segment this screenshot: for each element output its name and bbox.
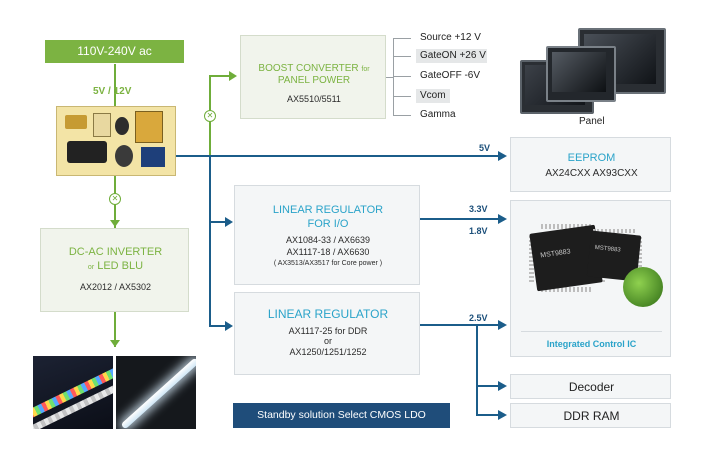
boost-converter-box: BOOST CONVERTER for PANEL POWER AX5510/5… (240, 35, 386, 119)
dc-ac-inverter-box: DC-AC INVERTER or LED BLU AX2012 / AX530… (40, 228, 189, 312)
linreg2-feed-wire (209, 325, 227, 327)
regulator-trunk-wire (209, 156, 211, 326)
standby-solution-banner: Standby solution Select CMOS LDO (233, 403, 450, 428)
arrow-to-decoder-icon (498, 381, 507, 391)
linear-regulator-io-box: LINEAR REGULATOR FOR I/O AX1084-33 / AX6… (234, 185, 420, 285)
output-gateon: GateON +26 V (420, 50, 486, 61)
boost-title-line2: PANEL POWER (277, 75, 351, 86)
boost-output-wire (386, 77, 394, 78)
dc-ac-title-line2: LED BLU (97, 260, 144, 272)
output-vcom: Vcom (420, 90, 446, 101)
vcom-highlight (416, 89, 450, 103)
led-strip-image (33, 356, 113, 429)
pcb-detail-image (623, 267, 663, 307)
inverter-to-led-wire (114, 312, 116, 347)
arrow-to-linreg1-icon (225, 217, 233, 227)
boost-feed-wire (209, 75, 231, 77)
output-gamma: Gamma (420, 109, 456, 120)
eeprom-title: EEPROM (567, 152, 616, 164)
ddr-trunk-wire (476, 325, 478, 415)
ic-chip-1-text: MST9883 (539, 248, 572, 260)
linreg1-voltage-b: 1.8V (469, 226, 488, 236)
dc-ac-title-line1: DC-AC INVERTER (68, 246, 163, 258)
linreg1-parts-line2: AX1117-18 / AX6630 (286, 247, 370, 257)
panel-label: Panel (579, 116, 605, 127)
psu-output-voltage: 5V / 12V (93, 86, 132, 97)
output-vcom-wire (393, 96, 411, 97)
arrow-to-led-icon (110, 340, 120, 347)
output-gateoff-wire (393, 76, 411, 77)
led-tube-image (116, 356, 196, 429)
linreg1-feed-wire (209, 221, 227, 223)
output-gamma-wire (393, 115, 411, 116)
arrow-to-ic-b-icon (498, 320, 507, 330)
output-gateoff: GateOFF -6V (420, 70, 481, 81)
linreg2-parts-line2: or (323, 336, 332, 346)
eeprom-voltage: 5V (479, 143, 491, 153)
gateon-highlight (416, 49, 487, 63)
main-bus-wire (175, 155, 500, 157)
output-source-wire (393, 38, 411, 39)
ac-to-psu-wire (114, 64, 116, 107)
power-supply-board-image (56, 106, 176, 176)
output-gateon-wire (393, 56, 411, 57)
arrow-to-boost-icon (229, 71, 237, 81)
decoder-box: Decoder (510, 374, 671, 399)
decoder-feed-wire (476, 385, 500, 387)
linreg2-parts-line1: AX1117-25 for DDR (288, 326, 368, 336)
eeprom-box: EEPROM AX24CXX AX93CXX (510, 137, 671, 192)
arrow-to-ic-a-icon (498, 214, 507, 224)
boost-switch-icon: ✕ (204, 110, 216, 122)
linreg2-to-ic-wire (420, 324, 500, 326)
ddr-feed-wire (476, 414, 500, 416)
output-source: Source +12 V (420, 32, 481, 43)
ac-input-box: 110V-240V ac (45, 40, 184, 63)
dc-ac-parts: AX2012 / AX5302 (79, 282, 152, 292)
ic-label: Integrated Control IC (546, 339, 637, 349)
linreg1-note: ( AX3513/AX3517 for Core power ) (273, 260, 383, 267)
linreg2-voltage: 2.5V (469, 313, 488, 323)
boost-title: BOOST CONVERTER (258, 63, 359, 74)
boost-parts: AX5510/5511 (287, 94, 341, 104)
ddr-label: DDR RAM (563, 409, 620, 423)
dc-ac-title-or: or (87, 264, 95, 271)
ic-chip-2-text: MST9883 (594, 244, 621, 254)
junction-switch-icon: ✕ (109, 193, 121, 205)
linear-regulator-ddr-box: LINEAR REGULATOR AX1117-25 for DDR or AX… (234, 292, 420, 375)
linreg1-to-ic-wire (420, 218, 500, 220)
arrow-to-ddr-icon (498, 410, 507, 420)
eeprom-parts: AX24CXX AX93CXX (545, 168, 638, 179)
arrow-to-linreg2-icon (225, 321, 233, 331)
panel-image-mid (546, 46, 616, 102)
linreg2-parts-line3: AX1250/1251/1252 (289, 347, 367, 357)
linreg1-title-line1: LINEAR REGULATOR (272, 204, 384, 216)
integrated-control-ic-box: MST9883 MST9883 Integrated Control IC (510, 200, 671, 357)
arrow-to-eeprom-icon (498, 151, 507, 161)
linreg1-voltage-a: 3.3V (469, 204, 488, 214)
linreg1-parts-line1: AX1084-33 / AX6639 (285, 235, 371, 245)
boost-title-for: for (361, 66, 370, 73)
arrow-to-inverter-icon (110, 220, 120, 227)
linreg1-title-line2: FOR I/O (307, 218, 349, 230)
ddr-ram-box: DDR RAM (510, 403, 671, 428)
decoder-label: Decoder (568, 380, 615, 394)
linreg2-title: LINEAR REGULATOR (267, 307, 389, 321)
